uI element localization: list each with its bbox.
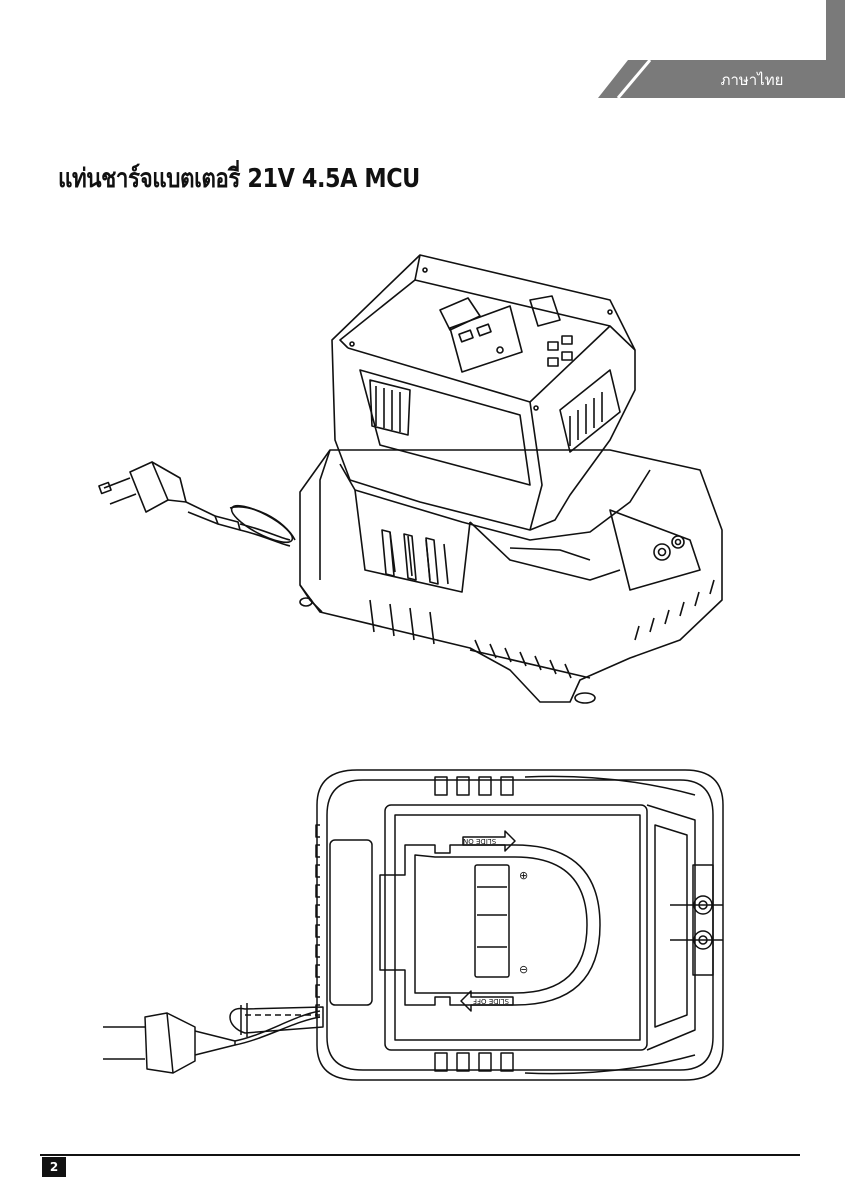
charger-base <box>299 449 723 704</box>
language-tab-shape <box>598 60 845 98</box>
slide-off-label: SLIDE OFF <box>473 997 509 1005</box>
language-label: ภาษาไทย <box>720 71 784 89</box>
power-cable <box>229 504 296 547</box>
power-plug-top-icon <box>103 1012 236 1074</box>
battery-pack <box>331 254 636 531</box>
minus-terminal-icon: ⊖ <box>519 963 528 976</box>
charger-top-view-illustration: SLIDE ON SLIDE OFF ⊕ ⊖ <box>103 769 724 1081</box>
slide-on-label: SLIDE ON <box>463 837 496 845</box>
plus-terminal-icon: ⊕ <box>519 869 528 882</box>
power-plug-icon <box>98 461 241 531</box>
footer-rule <box>40 1154 800 1156</box>
page-title: แท่นชาร์จแบตเตอรี่ 21V 4.5A MCU <box>58 164 420 194</box>
charger-top-body <box>315 769 724 1081</box>
page-number: 2 <box>42 1157 66 1177</box>
corner-tab-block <box>826 0 845 68</box>
power-cable-top <box>229 1003 324 1046</box>
charger-with-battery-illustration <box>98 254 723 704</box>
battery-slot <box>379 830 601 1012</box>
